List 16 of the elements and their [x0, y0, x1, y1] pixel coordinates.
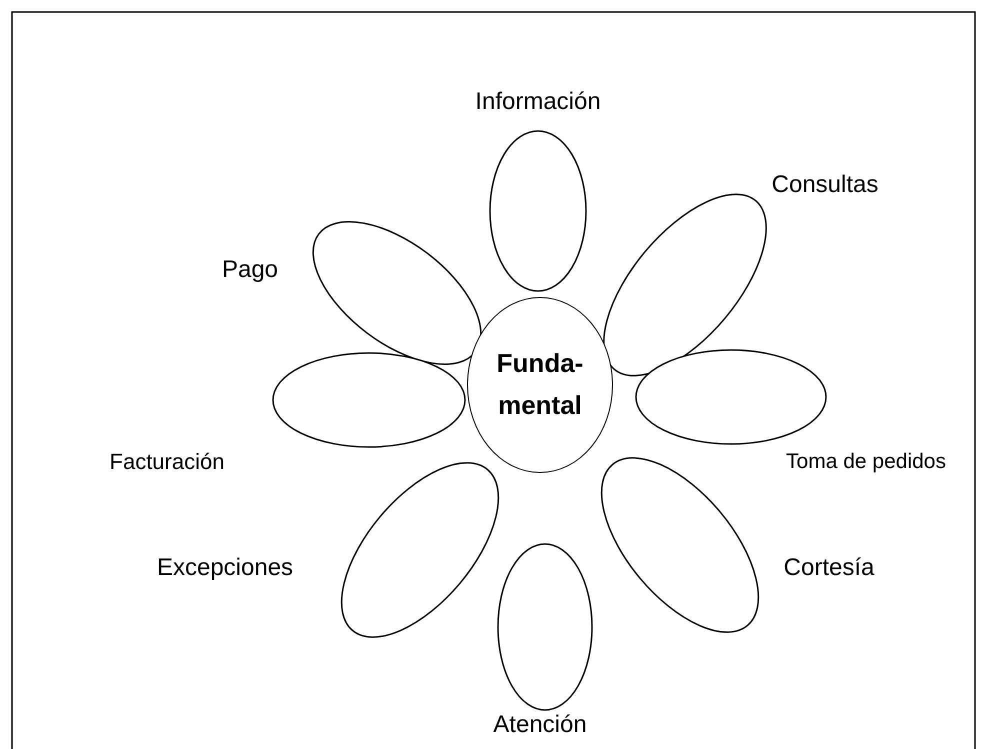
- petal-label: Consultas: [772, 171, 878, 199]
- petal-label: Pago: [222, 256, 278, 284]
- petal-ellipse: [497, 543, 593, 711]
- petal-ellipse: [312, 221, 482, 365]
- petal-ellipse: [340, 462, 500, 638]
- petal-label: Atención: [493, 711, 587, 739]
- center-text: Funda- mental: [496, 347, 584, 422]
- petal-ellipse: [600, 457, 760, 633]
- petal-label: Facturación: [110, 449, 224, 475]
- petal-label: Excepciones: [156, 554, 294, 582]
- petal-ellipse: [489, 130, 587, 292]
- petal-label: Información: [475, 88, 601, 116]
- petal-label: Cortesía: [784, 554, 874, 582]
- petal-label: Toma de pedidos: [786, 450, 946, 474]
- petal-ellipse: [635, 349, 827, 445]
- petal-ellipse: [603, 194, 767, 376]
